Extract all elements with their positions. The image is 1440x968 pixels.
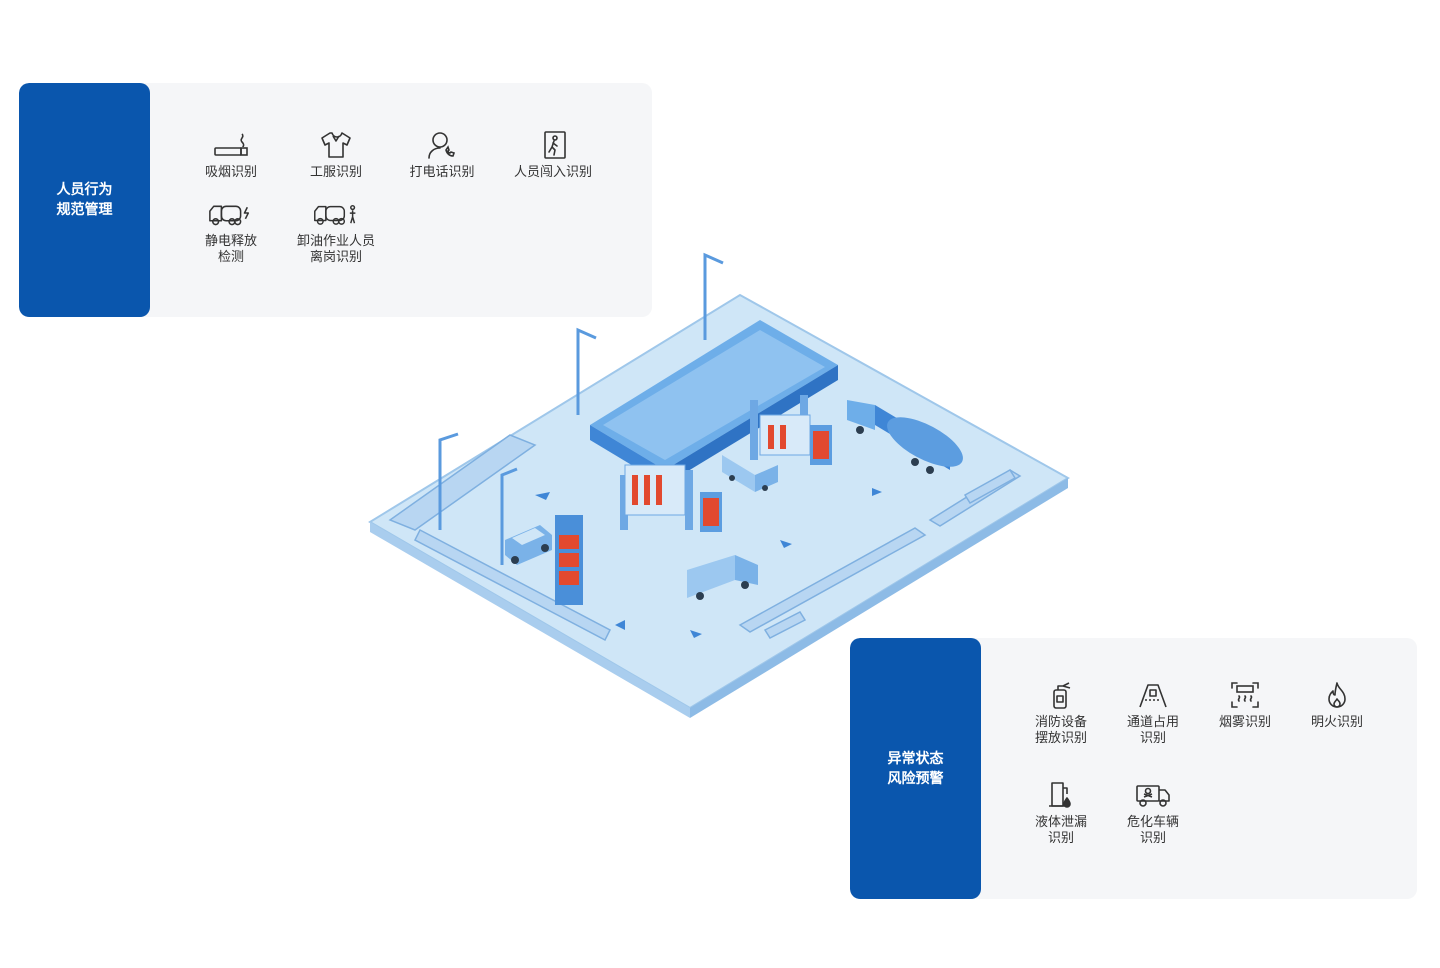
risk-item-label-2: 识别: [1139, 831, 1166, 846]
risk-panel-title: 异常状态 风险预警: [850, 638, 981, 899]
fuel-canopy: [590, 320, 838, 530]
risk-panel-title-line2: 风险预警: [887, 770, 944, 787]
car: [505, 525, 552, 565]
behavior-item-label: 吸烟识别: [204, 165, 257, 180]
behavior-item-label: 工服识别: [309, 165, 362, 180]
behavior-item-label: 人员闯入识别: [513, 165, 592, 180]
behavior-item-label: 卸油作业人员: [296, 234, 375, 249]
behavior-item-label-2: 检测: [217, 250, 244, 265]
cigarette-icon: [207, 129, 255, 161]
fuel-pumps: [624, 414, 832, 532]
risk-item-label-2: 摆放识别: [1034, 731, 1087, 746]
behavior-item-label: 打电话识别: [409, 165, 475, 180]
behavior-item-unloading[interactable]: 卸油作业人员 离岗识别: [281, 198, 391, 266]
liquid-leak-icon: [1037, 779, 1085, 811]
flame-icon: [1313, 679, 1361, 711]
van-top: [722, 455, 778, 492]
light-poles: [438, 252, 724, 565]
risk-item-passage[interactable]: 通道占用 识别: [1098, 679, 1208, 747]
risk-item-hazmat-vehicle[interactable]: 危化车辆 识别: [1098, 779, 1208, 847]
risk-item-label-2: 识别: [1139, 731, 1166, 746]
behavior-panel-title: 人员行为 规范管理: [19, 83, 150, 317]
risk-item-fire-equipment[interactable]: 消防设备 摆放识别: [1006, 679, 1116, 747]
behavior-item-label-2: 离岗识别: [309, 250, 362, 265]
phone-call-icon: [418, 129, 466, 161]
behavior-item-smoking[interactable]: 吸烟识别: [176, 129, 286, 181]
behavior-item-phone-call[interactable]: 打电话识别: [387, 129, 497, 181]
behavior-item-uniform[interactable]: 工服识别: [281, 129, 391, 181]
tanker-truck: [847, 400, 963, 474]
passage-occupied-icon: [1129, 679, 1177, 711]
risk-item-label: 烟雾识别: [1218, 715, 1271, 730]
risk-item-flame[interactable]: 明火识别: [1282, 679, 1392, 731]
risk-item-grid: 消防设备 摆放识别 通道占用 识别: [981, 638, 1417, 899]
hazmat-vehicle-icon: [1129, 779, 1177, 811]
behavior-panel-title-line2: 规范管理: [56, 202, 113, 218]
price-sign: [555, 515, 583, 605]
risk-item-label: 危化车辆: [1126, 815, 1179, 830]
risk-item-smoke[interactable]: 烟雾识别: [1190, 679, 1300, 731]
behavior-panel-title-line1: 人员行为: [56, 182, 113, 198]
behavior-item-label: 静电释放: [204, 234, 257, 249]
smoke-icon: [1221, 679, 1269, 711]
unloading-absence-icon: [312, 198, 360, 230]
behavior-panel: 人员行为 规范管理 吸烟识别 工服识别: [19, 83, 652, 317]
road-arrows: [535, 488, 882, 638]
behavior-item-grid: 吸烟识别 工服识别 打电话识别: [150, 83, 652, 317]
risk-panel: 异常状态 风险预警 消防设备 摆放识别: [850, 638, 1417, 899]
risk-item-label: 消防设备: [1034, 715, 1087, 730]
risk-item-label: 通道占用: [1126, 715, 1179, 730]
risk-panel-title-line1: 异常状态: [887, 750, 944, 767]
intrusion-icon: [529, 129, 577, 161]
risk-item-label: 液体泄漏: [1034, 815, 1087, 830]
box-truck: [687, 555, 758, 600]
curbs: [388, 434, 1022, 642]
risk-item-label-2: 识别: [1047, 831, 1074, 846]
uniform-icon: [312, 129, 360, 161]
risk-item-label: 明火识别: [1310, 715, 1363, 730]
static-discharge-icon: [207, 198, 255, 230]
risk-item-liquid-leak[interactable]: 液体泄漏 识别: [1006, 779, 1116, 847]
gas-station-illustration: [368, 252, 1070, 718]
fire-extinguisher-icon: [1037, 679, 1085, 711]
behavior-item-static[interactable]: 静电释放 检测: [176, 198, 286, 266]
behavior-item-intrusion[interactable]: 人员闯入识别: [498, 129, 608, 181]
